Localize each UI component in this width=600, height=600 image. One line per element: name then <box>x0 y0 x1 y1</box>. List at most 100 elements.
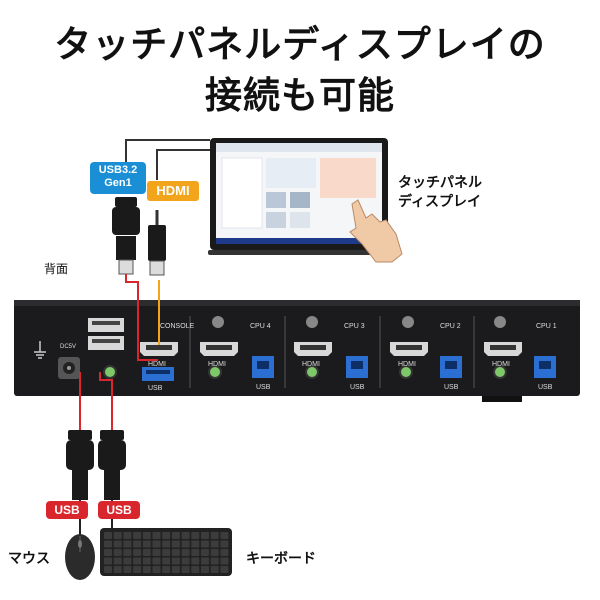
console-hdmi-label: HDMI <box>148 361 166 368</box>
keyboard-key <box>210 540 219 548</box>
cpu2-usb-label: USB <box>444 384 459 391</box>
keyboard-key <box>171 532 180 539</box>
keyboard-key <box>104 540 112 548</box>
mouse-label: マウス <box>8 551 50 567</box>
keyboard-key <box>152 549 161 556</box>
cpu3-label: CPU 3 <box>344 323 365 330</box>
keyboard-key <box>123 566 132 573</box>
keyboard-key <box>191 566 200 573</box>
hdmi-tag: HDMI <box>146 180 200 202</box>
cpu3-hdmi-label: HDMI <box>302 361 320 368</box>
keyboard-key <box>220 557 229 565</box>
keyboard-key <box>104 557 112 565</box>
keyboard-key <box>162 566 171 573</box>
cpu1-hdmi-label: HDMI <box>492 361 510 368</box>
keyboard-key <box>142 549 151 556</box>
keyboard-key <box>162 532 171 539</box>
keyboard-key <box>210 549 219 556</box>
console-usb3-port <box>142 367 174 381</box>
console-audio-jack <box>103 365 117 379</box>
mouse-usb-cable <box>66 372 94 535</box>
rear-label: 背面 <box>44 262 69 276</box>
cpu4-usb-label: USB <box>256 384 271 391</box>
keyboard-key <box>191 540 200 548</box>
keyboard-key <box>201 566 209 573</box>
cpu3-usb-label: USB <box>350 384 365 391</box>
keyboard-key <box>142 557 151 565</box>
keyboard-key <box>171 549 180 556</box>
keyboard-key <box>104 566 112 573</box>
usb32-gen1-tag: USB3.2 Gen1 <box>90 162 146 194</box>
keyboard-key <box>142 540 151 548</box>
hand-icon <box>349 199 403 263</box>
keyboard-key <box>191 532 200 539</box>
keyboard-key <box>133 557 142 565</box>
dc-power-jack <box>58 357 80 379</box>
keyboard-key <box>201 557 209 565</box>
keyboard-key <box>123 549 132 556</box>
keyboard-key <box>181 566 190 573</box>
console-usb-ports <box>88 318 124 350</box>
cpu2-label: CPU 2 <box>440 323 461 330</box>
console-hdmi-port <box>140 342 178 356</box>
keyboard-key <box>171 557 180 565</box>
keyboard-key <box>171 566 180 573</box>
keyboard-key <box>152 532 161 539</box>
keyboard-key <box>162 549 171 556</box>
keyboard-key <box>201 549 209 556</box>
keyboard-key <box>191 557 200 565</box>
keyboard-key <box>113 566 122 573</box>
keyboard-key <box>162 557 171 565</box>
usb-cable-to-display <box>112 139 210 361</box>
keyboard-key <box>123 532 132 539</box>
keyboard-key <box>152 566 161 573</box>
usb-tag-keyboard: USB <box>98 501 140 519</box>
console-label: CONSOLE <box>160 323 195 330</box>
headline-line-1: タッチパネルディスプレイの <box>54 23 546 66</box>
keyboard-key <box>152 557 161 565</box>
keyboard-key <box>181 540 190 548</box>
keyboard-key <box>142 532 151 539</box>
keyboard-key <box>152 540 161 548</box>
keyboard-key <box>220 532 229 539</box>
keyboard-key <box>201 540 209 548</box>
keyboard-key <box>220 540 229 548</box>
cpu1-usb-label: USB <box>538 384 553 391</box>
keyboard-label: キーボード <box>246 551 316 567</box>
cpu1-ports <box>484 316 556 379</box>
keyboard-key <box>220 549 229 556</box>
keyboard-key <box>104 532 112 539</box>
keyboard-key <box>133 532 142 539</box>
keyboard-key <box>113 540 122 548</box>
keyboard-key <box>210 557 219 565</box>
power-ground-icon <box>34 341 46 359</box>
keyboard-key <box>113 549 122 556</box>
keyboard-key <box>220 566 229 573</box>
keyboard-key <box>162 540 171 548</box>
touch-panel-display <box>208 138 390 255</box>
keyboard-key <box>210 532 219 539</box>
cpu3-ports <box>294 316 368 379</box>
keyboard-key <box>201 532 209 539</box>
mouse-icon <box>65 534 95 580</box>
cpu2-hdmi-label: HDMI <box>398 361 416 368</box>
keyboard-key <box>210 566 219 573</box>
cpu4-label: CPU 4 <box>250 323 271 330</box>
dc-label: DC5V <box>60 344 76 350</box>
keyboard-icon <box>100 528 232 576</box>
keyboard-key <box>181 557 190 565</box>
keyboard-key <box>123 540 132 548</box>
cpu2-ports <box>390 316 462 379</box>
keyboard-key <box>181 549 190 556</box>
headline-line-2: 接続も可能 <box>205 74 395 117</box>
keyboard-usb-cable <box>98 372 126 530</box>
keyboard-key <box>104 549 112 556</box>
cpu1-label: CPU 1 <box>536 323 557 330</box>
keyboard-key <box>181 532 190 539</box>
keyboard-key <box>113 557 122 565</box>
keyboard-key <box>133 566 142 573</box>
touch-display-label: タッチパネル ディスプレイ <box>398 175 482 210</box>
keyboard-key <box>133 549 142 556</box>
keyboard-key <box>191 549 200 556</box>
